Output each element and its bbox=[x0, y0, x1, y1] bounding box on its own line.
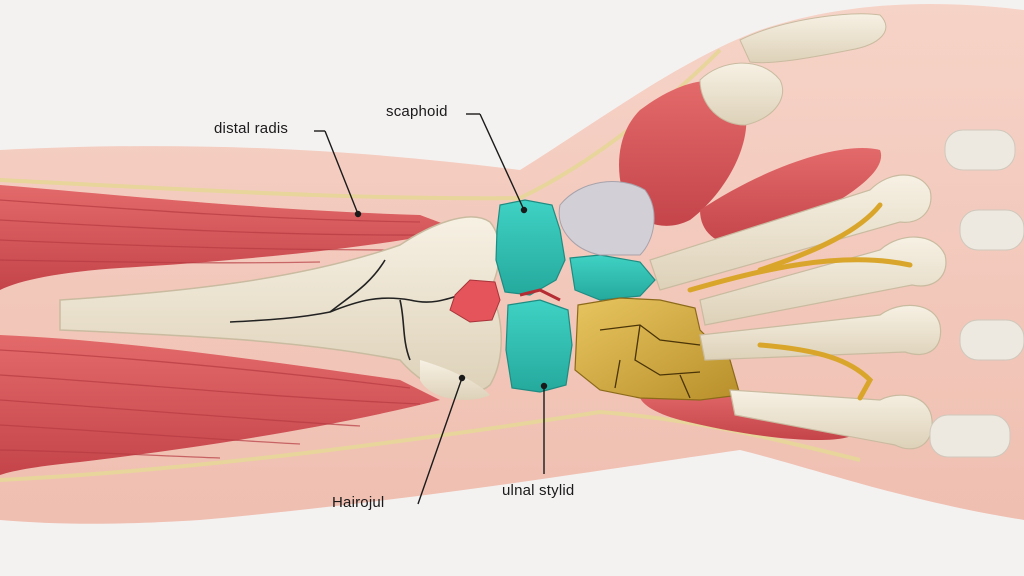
carpal-fracture-line bbox=[519, 288, 561, 302]
tendons bbox=[687, 202, 913, 401]
fracture-cracks bbox=[229, 259, 461, 361]
fractured-carpal-gold bbox=[574, 297, 741, 401]
ulna-bone bbox=[420, 360, 490, 400]
label-scaphoid: scaphoid bbox=[386, 103, 448, 120]
label-ulnar-styloid: ulnal stylid bbox=[502, 482, 575, 499]
trapezium-bone bbox=[569, 254, 656, 301]
label-lower-left: Hairojul bbox=[332, 494, 385, 511]
fracture-fragment bbox=[449, 279, 501, 323]
skin-layer-line-lower bbox=[0, 409, 861, 482]
muscle-fibers bbox=[0, 199, 431, 459]
leader-lines bbox=[314, 113, 548, 505]
thumb-base-bone bbox=[558, 181, 655, 256]
label-distal-radius: distal radis bbox=[214, 120, 289, 137]
upper-forearm-muscle bbox=[0, 185, 460, 290]
thenar-muscle bbox=[619, 80, 747, 226]
lower-forearm-muscle bbox=[0, 335, 440, 475]
thumb-proximal-phalanx bbox=[699, 62, 783, 126]
lunate-bone bbox=[505, 299, 573, 393]
palm-muscle-upper bbox=[700, 148, 882, 245]
finger-phalanges bbox=[929, 129, 1024, 458]
gold-bone-cracks bbox=[599, 324, 701, 399]
thumb-distal-phalanx bbox=[739, 13, 887, 64]
scaphoid-bone bbox=[495, 199, 566, 296]
